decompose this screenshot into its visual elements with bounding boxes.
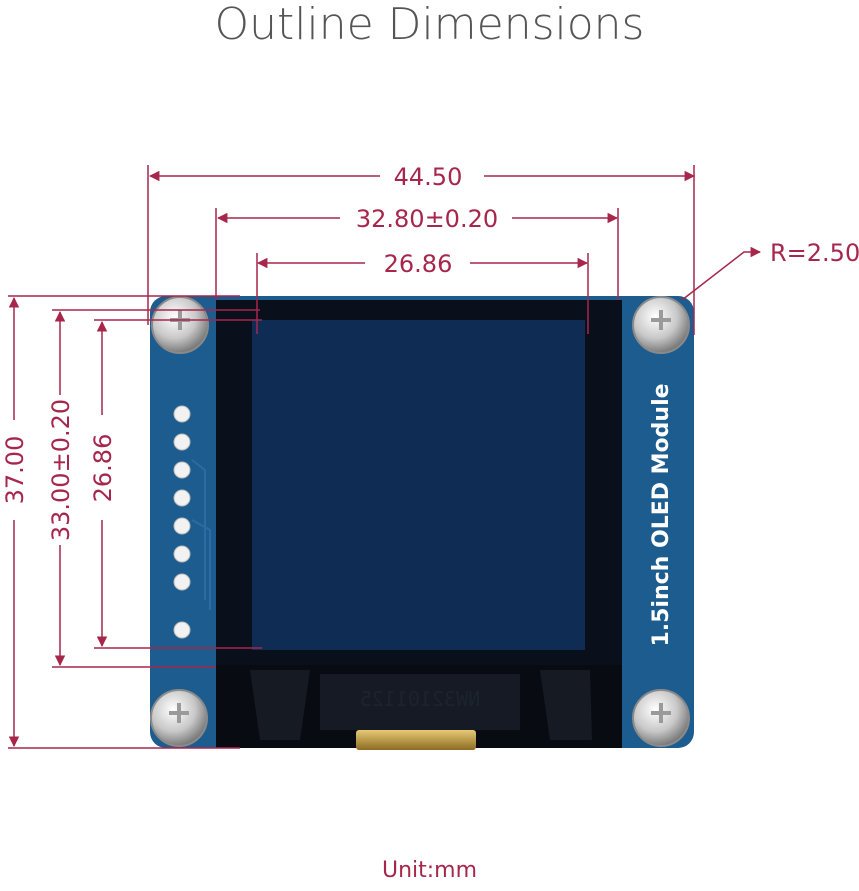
pin-header (173, 405, 191, 639)
dim-label-active-width: 26.86 (384, 250, 453, 278)
oled-panel (216, 300, 622, 750)
screw-icon (151, 296, 209, 354)
dim-label-hole-height: 33.00±0.20 (47, 399, 75, 541)
page-title: Outline Dimensions (214, 0, 645, 50)
radius-leader (681, 246, 762, 301)
dim-label-hole-width: 32.80±0.20 (356, 205, 498, 233)
flex-connector (356, 730, 476, 750)
screw-icon (632, 296, 690, 354)
screw-icon (632, 689, 690, 747)
dim-label-active-height: 26.86 (89, 434, 117, 503)
dim-label-radius: R=2.50 (770, 239, 859, 267)
dim-label-total-width: 44.50 (394, 163, 463, 191)
oled-screen (252, 320, 585, 650)
module-label: 1.5inch OLED Module (649, 383, 674, 646)
dim-label-total-height: 37.00 (1, 436, 29, 505)
chip-marking: NW32101125 (360, 687, 480, 711)
screw-icon (150, 689, 208, 747)
unit-label: Unit:mm (381, 858, 478, 883)
